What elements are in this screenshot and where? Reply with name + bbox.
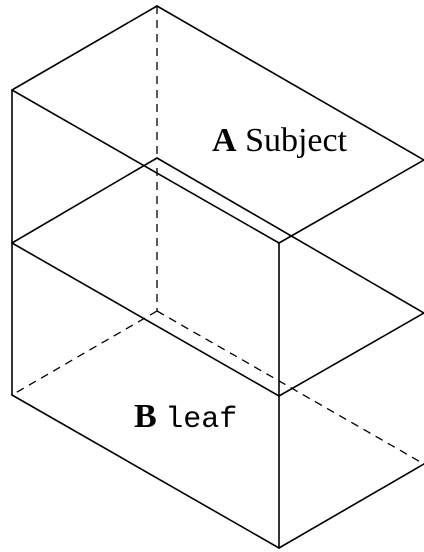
layer-b-letter: B [134,398,157,435]
lower-box [11,242,424,549]
lower-top-front-left-edge [11,242,280,397]
bottom-back-right-edge [156,310,424,465]
hidden-edges [11,6,424,465]
layer-a-label: A Subject [212,124,347,158]
layer-a-letter: A [212,122,237,159]
layer-b-label: B leaf [134,398,238,437]
upper-box [11,5,424,397]
upper-top-back-right-edge [156,5,424,161]
bottom-back-left-edge [11,310,158,396]
upper-top-front-right-edge [278,159,424,244]
upper-mid-back-right-edge [156,157,424,314]
upper-top-front-left-edge [11,89,280,244]
lower-bottom-front-right-edge [278,463,424,549]
layer-b-name: leaf [165,403,238,437]
upper-mid-back-left-edge [11,157,158,244]
layer-a-name: Subject [245,122,348,159]
upper-top-back-left-edge [11,5,158,91]
lower-top-front-right-edge [278,312,424,397]
lower-bottom-front-left-edge [11,394,280,549]
